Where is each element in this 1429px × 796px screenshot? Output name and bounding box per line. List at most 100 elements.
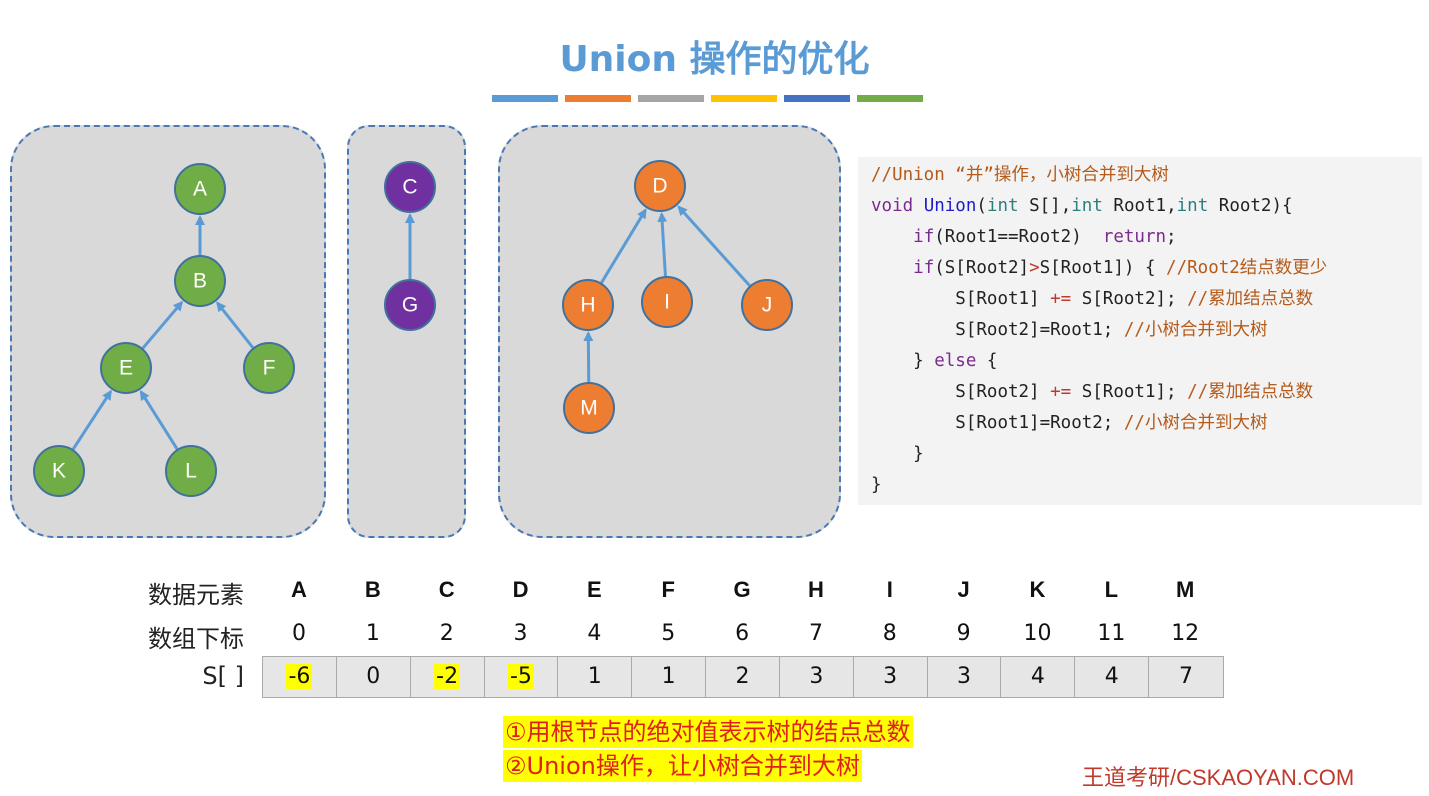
node-label: B [193, 270, 207, 293]
color-bar-segment [857, 95, 923, 102]
node-f: F [243, 342, 295, 394]
s-value-cell: -2 [411, 657, 485, 697]
node-a: A [174, 163, 226, 215]
index-cell: 11 [1097, 621, 1126, 646]
code-line-comment: //Union “并”操作，小树合并到大树 [871, 165, 1169, 185]
s-value-cell: 7 [1149, 657, 1223, 697]
node-m: M [563, 382, 615, 434]
node-circle [165, 445, 217, 497]
color-bar-segment [784, 95, 850, 102]
node-label: L [185, 460, 197, 483]
note-1: ①用根节点的绝对值表示树的结点总数 [503, 716, 913, 748]
s-value-cell: 3 [780, 657, 854, 697]
s-value-cell: -6 [263, 657, 337, 697]
s-value-cell: 2 [706, 657, 780, 697]
s-value: 4 [1030, 664, 1045, 689]
s-value-cell: -5 [485, 657, 559, 697]
node-label: G [402, 294, 418, 317]
tree-panel-c [347, 125, 466, 538]
element-header-cell: H [807, 577, 824, 602]
s-value: 1 [661, 664, 676, 689]
node-label: M [580, 397, 598, 420]
index-cell: 1 [365, 621, 380, 646]
color-bar-segment [638, 95, 704, 102]
index-cell: 6 [735, 621, 750, 646]
node-d: D [634, 160, 686, 212]
code-line-else: } else { [913, 351, 998, 371]
element-header-cell: C [438, 577, 455, 602]
element-header-cell: L [1104, 577, 1119, 602]
node-label: E [119, 357, 133, 380]
code-line-if-compare: if(S[Root2]>S[Root1]) { //Root2结点数更少 [913, 258, 1328, 278]
index-cell: 9 [956, 621, 971, 646]
element-header-cell: A [291, 577, 307, 602]
s-value: -2 [434, 664, 461, 689]
node-circle [641, 276, 693, 328]
index-cell: 7 [808, 621, 823, 646]
index-cell: 4 [587, 621, 602, 646]
node-circle [174, 163, 226, 215]
code-line-add-root2: S[Root2] += S[Root1]; //累加结点总数 [955, 382, 1314, 402]
node-circle [33, 445, 85, 497]
s-value-cell: 1 [632, 657, 707, 697]
s-value: 2 [735, 664, 750, 689]
s-value: 3 [809, 664, 824, 689]
edge-e-b [141, 300, 184, 350]
s-value-cell: 4 [1075, 657, 1150, 697]
color-bar-segment [711, 95, 777, 102]
node-j: J [741, 279, 793, 331]
node-label: D [652, 175, 667, 198]
node-circle [634, 160, 686, 212]
element-header-cell: E [587, 577, 602, 602]
index-cell: 3 [513, 621, 528, 646]
s-value-cell: 0 [337, 657, 411, 697]
node-label: C [402, 176, 417, 199]
s-array-row: -6 0 -2 -5 1 1 2 3 3 3 4 4 7 [262, 656, 1224, 698]
node-label: H [580, 294, 595, 317]
edge-k-e [71, 389, 112, 451]
index-cell: 10 [1023, 621, 1052, 646]
index-cell: 12 [1171, 621, 1200, 646]
node-l: L [165, 445, 217, 497]
node-i: I [641, 276, 693, 328]
edge-f-b [216, 301, 255, 349]
node-label: J [762, 294, 773, 317]
code-line-add-root1: S[Root1] += S[Root2]; //累加结点总数 [955, 289, 1314, 309]
s-value: 0 [366, 664, 381, 689]
edge-l-e [139, 389, 179, 450]
index-cell: 2 [439, 621, 454, 646]
color-bar-segment [565, 95, 631, 102]
page-title: Union 操作的优化 [559, 39, 870, 80]
footer-brand: 王道考研/CSKAOYAN.COM [1082, 765, 1355, 790]
node-circle [174, 255, 226, 307]
node-label: A [193, 178, 207, 201]
node-k: K [33, 445, 85, 497]
node-circle [562, 279, 614, 331]
edge-h-d [600, 208, 647, 284]
element-header-cell: D [512, 577, 529, 602]
node-circle [100, 342, 152, 394]
s-value: 3 [957, 664, 972, 689]
node-label: F [263, 357, 276, 380]
s-value-cell: 3 [928, 657, 1002, 697]
edge-i-d [657, 211, 668, 277]
index-cell: 5 [661, 621, 676, 646]
code-line-merge-root2: S[Root2]=Root1; //小树合并到大树 [955, 320, 1268, 340]
s-value: 4 [1104, 664, 1119, 689]
label-s-array: S[ ] [202, 662, 244, 690]
node-circle [563, 382, 615, 434]
element-header-cell: J [957, 577, 970, 602]
node-circle [243, 342, 295, 394]
element-header-cell: G [733, 577, 751, 602]
code-line-close-inner: } [913, 444, 924, 464]
node-label: K [52, 460, 66, 483]
edge-j-d [677, 205, 751, 287]
element-header-cell: M [1176, 577, 1195, 602]
code-line-close-outer: } [871, 475, 882, 495]
element-header-cell: I [886, 577, 893, 602]
code-line-if-equal: if(Root1==Root2) return; [913, 227, 1177, 247]
s-value: 1 [587, 664, 602, 689]
node-label: I [664, 291, 670, 314]
element-header-cell: F [661, 577, 675, 602]
s-value-cell: 3 [854, 657, 928, 697]
